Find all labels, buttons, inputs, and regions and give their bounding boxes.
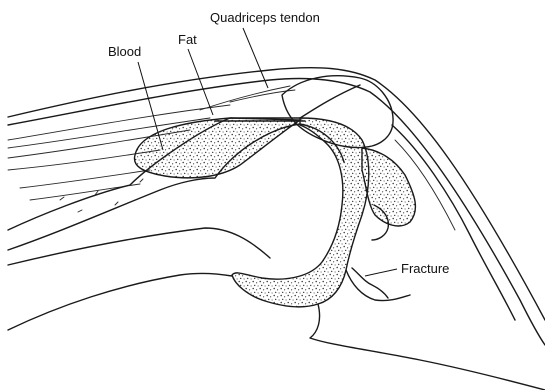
label-fracture: Fracture bbox=[401, 261, 449, 276]
label-fat: Fat bbox=[178, 32, 197, 47]
femur-shaft-lower bbox=[8, 228, 270, 265]
blood-pool bbox=[134, 118, 300, 178]
leader-fat bbox=[188, 49, 213, 115]
leader-fracture bbox=[365, 269, 397, 276]
label-blood: Blood bbox=[108, 44, 141, 59]
label-quadriceps-tendon: Quadriceps tendon bbox=[210, 10, 320, 25]
leader-quadriceps-tendon bbox=[243, 28, 268, 88]
infrapatellar-fat-pad bbox=[362, 148, 415, 226]
